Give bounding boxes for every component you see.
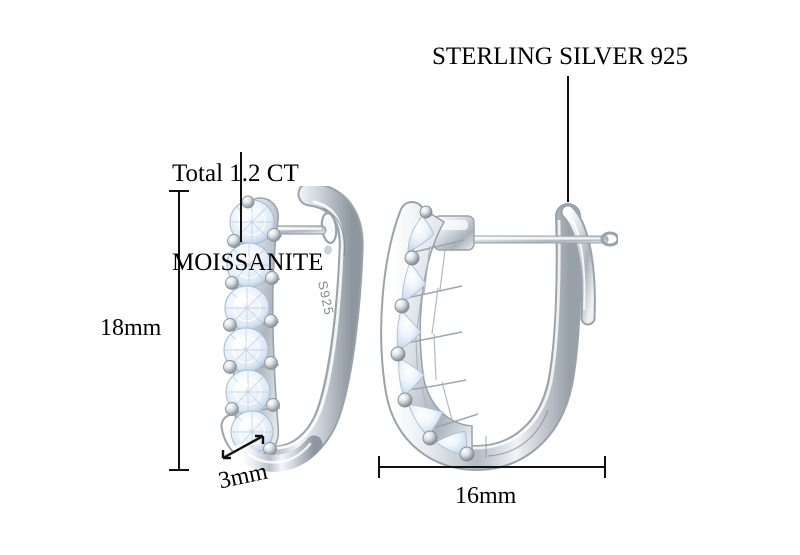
sterling-silver-leader-line bbox=[567, 76, 569, 202]
height-dimension-label: 18mm bbox=[100, 315, 162, 341]
width-dimension-cap-right bbox=[604, 456, 606, 478]
prong-group-right bbox=[390, 205, 475, 462]
sterling-silver-label: STERLING SILVER 925 bbox=[432, 43, 689, 70]
moissanite-label-line1: Total 1.2 CT bbox=[172, 160, 299, 187]
stone-dimension-arrow bbox=[221, 434, 265, 460]
moissanite-label-line2: MOISSANITE bbox=[172, 248, 324, 276]
s925-stamp: S925 bbox=[315, 280, 337, 318]
left-earring-illustration: S925 bbox=[220, 186, 364, 472]
moissanite-label: Total 1.2 CT MOISSANITE bbox=[172, 100, 323, 336]
stone-edge-group bbox=[396, 215, 468, 456]
stone-3 bbox=[224, 285, 270, 331]
stone-4 bbox=[223, 327, 269, 373]
pin-loop bbox=[600, 231, 618, 247]
prong-group bbox=[223, 195, 281, 459]
stone-2 bbox=[226, 242, 272, 288]
height-dimension-cap-bottom bbox=[169, 469, 189, 471]
height-dimension-line bbox=[178, 191, 180, 470]
stone-5 bbox=[225, 369, 271, 415]
right-earring-illustration bbox=[380, 201, 618, 472]
width-dimension-cap-left bbox=[378, 456, 380, 478]
width-dimension-line bbox=[379, 466, 606, 468]
height-dimension-cap-top bbox=[169, 190, 189, 192]
moissanite-leader-line bbox=[240, 152, 242, 242]
width-dimension-label: 16mm bbox=[455, 483, 517, 509]
